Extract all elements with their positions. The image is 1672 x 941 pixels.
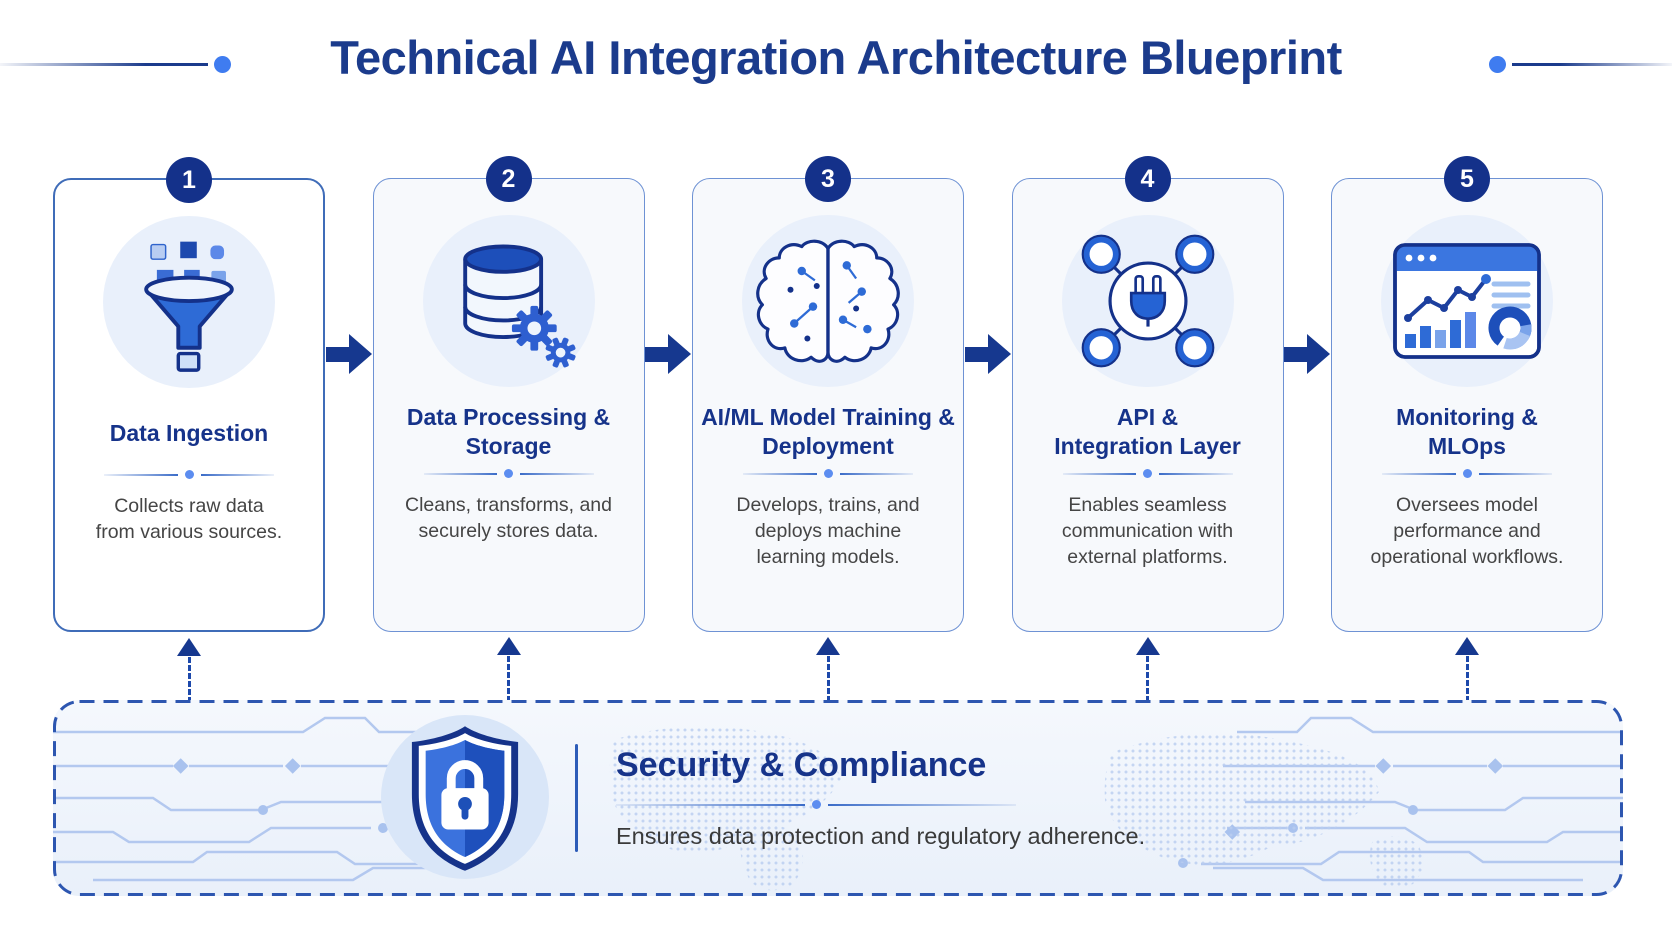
security-up-arrow: [176, 638, 202, 708]
step-number-badge: 1: [166, 157, 212, 203]
step-number-badge: 5: [1444, 156, 1490, 202]
step-number-badge: 3: [805, 156, 851, 202]
flow-arrow-icon: [645, 334, 692, 374]
title-right-dot: [1489, 56, 1506, 73]
step-title: Data Ingestion: [109, 419, 269, 446]
title-right-line: [1512, 63, 1672, 66]
plug-network-icon: [1061, 215, 1234, 387]
security-divider: [616, 800, 1016, 809]
title-left-line: [0, 63, 208, 66]
title-divider: [1062, 469, 1233, 478]
step-card-api-integration: 4: [1011, 156, 1284, 702]
step-number-badge: 4: [1124, 156, 1171, 202]
security-content: Security & Compliance Ensures data prote…: [381, 700, 1145, 896]
funnel-icon: [103, 216, 275, 388]
shield-lock-icon: [381, 711, 549, 885]
flow-arrow-icon: [964, 334, 1011, 374]
security-up-arrow: [496, 637, 522, 707]
database-gears-icon: [422, 215, 595, 387]
security-text-block: Security & Compliance Ensures data prote…: [616, 746, 1145, 850]
step-description: Collects raw data from various sources.: [95, 495, 283, 544]
title-divider: [1382, 469, 1552, 478]
step-card-data-processing: 2: [372, 156, 645, 702]
steps-row: 1 Data Ingestion Collects raw data: [53, 156, 1603, 703]
security-up-arrow: [1454, 637, 1480, 707]
step-description: Oversees model performance and operation…: [1370, 494, 1564, 569]
title-divider: [104, 470, 274, 479]
title-divider: [743, 469, 913, 478]
step-title: API & Integration Layer: [1054, 404, 1241, 459]
title-left-dot: [214, 56, 231, 73]
security-band: Security & Compliance Ensures data prote…: [53, 700, 1623, 896]
brain-network-icon: [742, 215, 914, 387]
step-card-data-ingestion: 1 Data Ingestion Collects raw data: [53, 157, 325, 703]
page-title: Technical AI Integration Architecture Bl…: [330, 31, 1342, 84]
step-number-badge: 2: [485, 156, 532, 202]
security-up-arrow: [815, 637, 841, 707]
title-divider: [423, 469, 594, 478]
step-description: Cleans, transforms, and securely stores …: [404, 494, 612, 543]
dashboard-icon: [1381, 215, 1553, 387]
flow-arrow-icon: [325, 334, 372, 374]
step-description: Enables seamless communication with exte…: [1061, 494, 1234, 569]
step-card-model-training: 3: [692, 156, 964, 702]
step-title: Data Processing & Storage: [406, 404, 611, 459]
step-title: Monitoring & MLOps: [1396, 404, 1538, 459]
step-card-monitoring: 5: [1331, 156, 1603, 702]
security-title: Security & Compliance: [616, 746, 987, 784]
security-description: Ensures data protection and regulatory a…: [616, 823, 1146, 849]
flow-arrow-icon: [1284, 334, 1331, 374]
security-up-arrow: [1135, 637, 1161, 707]
step-description: Develops, trains, and deploys machine le…: [736, 494, 920, 569]
vertical-separator: [575, 744, 578, 852]
step-title: AI/ML Model Training & Deployment: [701, 404, 955, 459]
